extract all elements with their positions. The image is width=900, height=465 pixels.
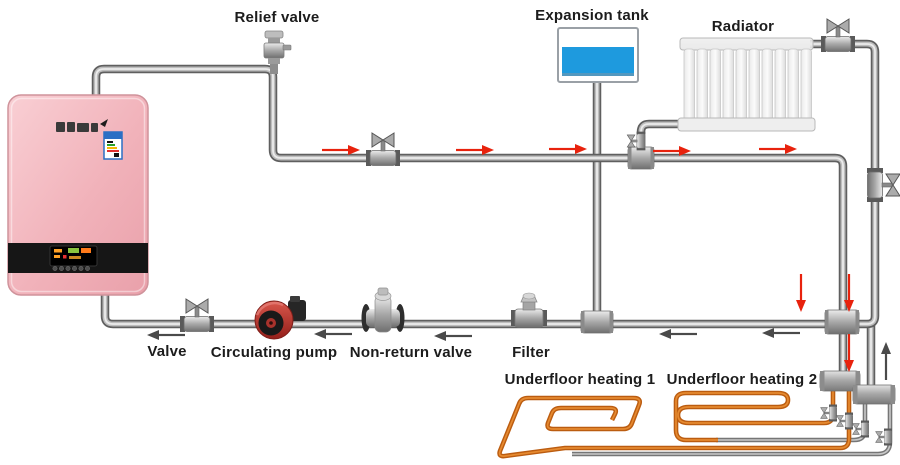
boiler-return-valve-icon bbox=[179, 298, 215, 333]
manifold-valve-icon bbox=[836, 412, 854, 430]
circulating-pump-icon bbox=[254, 296, 306, 340]
non-return-valve-icon bbox=[361, 287, 405, 333]
underfloor-supply-manifold bbox=[819, 370, 861, 392]
label-non-return-valve: Non-return valve bbox=[349, 344, 473, 361]
label-radiator: Radiator bbox=[711, 18, 775, 35]
manifold-valve-icon bbox=[875, 428, 893, 446]
boiler-icon bbox=[7, 94, 149, 296]
label-circulating-pump: Circulating pump bbox=[210, 344, 338, 361]
radiator-icon bbox=[677, 37, 816, 132]
label-valve: Valve bbox=[147, 343, 187, 360]
label-underfloor-heating-1: Underfloor heating 1 bbox=[504, 371, 656, 388]
underfloor-heating-coil-2 bbox=[676, 390, 833, 440]
label-expansion-tank: Expansion tank bbox=[535, 7, 649, 24]
relief-valve-icon bbox=[263, 30, 292, 74]
radiator-outlet-valve-icon bbox=[820, 18, 856, 53]
label-filter: Filter bbox=[512, 344, 550, 361]
energy-label bbox=[103, 131, 123, 160]
expansion-tank-icon bbox=[557, 27, 639, 83]
boiler-display bbox=[49, 245, 98, 267]
manifold-valve-icon bbox=[820, 404, 838, 422]
expansion-tee-fitting bbox=[580, 310, 614, 334]
return-pipe bbox=[105, 293, 875, 324]
manifold-valve-icon bbox=[852, 420, 870, 438]
brand-logo bbox=[56, 119, 108, 132]
return-cross-fitting bbox=[824, 309, 860, 335]
filter-icon bbox=[511, 292, 547, 328]
right-riser-valve-icon bbox=[866, 167, 900, 203]
boiler-buttons bbox=[52, 266, 90, 271]
label-underfloor-heating-2: Underfloor heating 2 bbox=[666, 371, 818, 388]
label-relief-valve: Relief valve bbox=[234, 9, 320, 26]
supply-valve-icon bbox=[365, 132, 401, 167]
supply-flow-arrows bbox=[322, 144, 854, 372]
underfloor-return-manifold bbox=[852, 384, 896, 405]
